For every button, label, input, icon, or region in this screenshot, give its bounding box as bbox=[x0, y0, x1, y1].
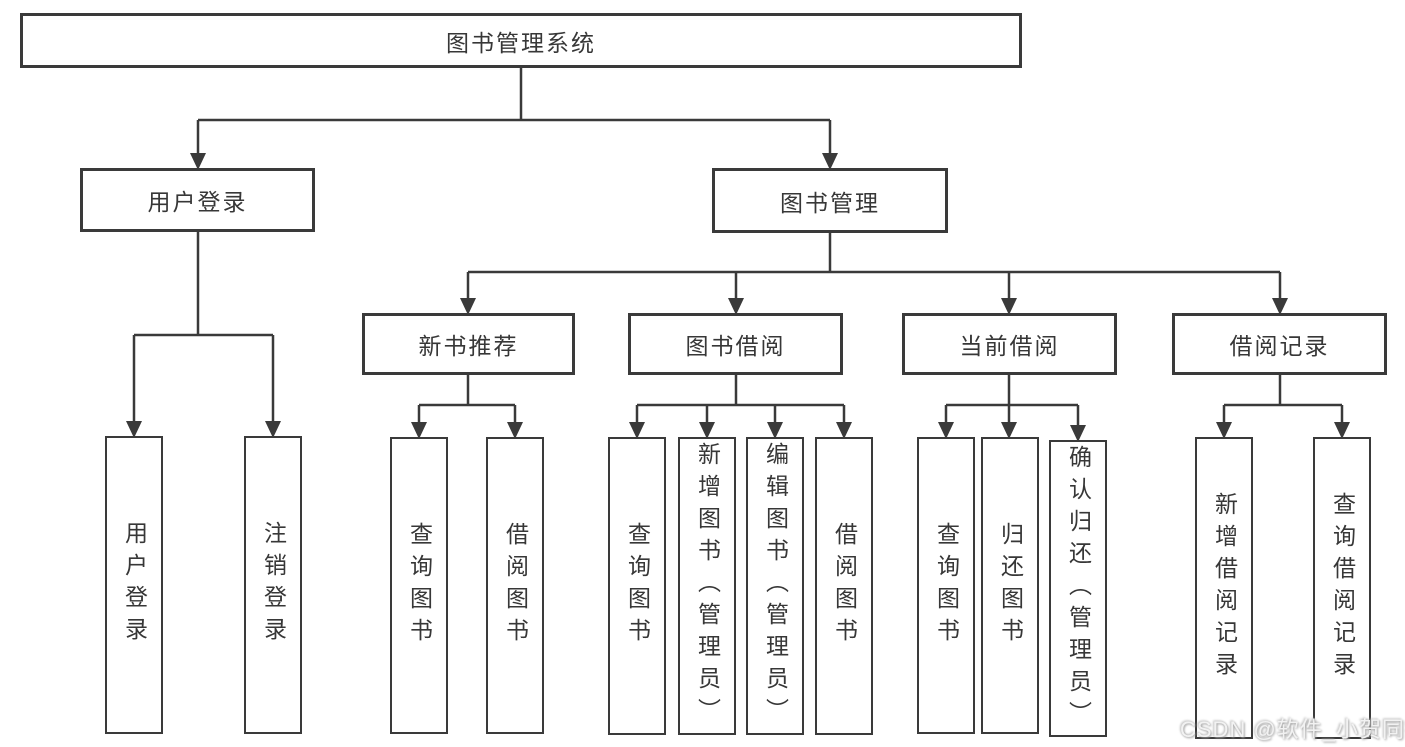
node-book-management: 图书管理 bbox=[712, 168, 948, 233]
node-leaf-confirm-return-admin: 确认归还（管理员） bbox=[1049, 440, 1107, 737]
node-leaf-logout: 注销登录 bbox=[244, 436, 302, 734]
node-leaf-borrow-books-recommend: 借阅图书 bbox=[486, 437, 544, 734]
node-leaf-add-book-admin: 新增图书（管理员） bbox=[678, 437, 736, 735]
node-book-borrow: 图书借阅 bbox=[628, 313, 843, 375]
node-current-borrow: 当前借阅 bbox=[902, 313, 1117, 375]
node-leaf-borrow-books: 借阅图书 bbox=[815, 437, 873, 735]
node-library-management-system: 图书管理系统 bbox=[20, 13, 1022, 68]
node-leaf-add-borrow-record: 新增借阅记录 bbox=[1195, 437, 1253, 739]
node-user-login: 用户登录 bbox=[80, 168, 315, 232]
node-leaf-query-books-recommend: 查询图书 bbox=[390, 437, 448, 734]
node-leaf-query-books-borrow: 查询图书 bbox=[608, 437, 666, 735]
node-leaf-user-login: 用户登录 bbox=[105, 436, 163, 734]
node-leaf-edit-book-admin: 编辑图书（管理员） bbox=[746, 437, 804, 735]
node-leaf-return-book: 归还图书 bbox=[981, 437, 1039, 734]
node-leaf-query-borrow-record: 查询借阅记录 bbox=[1313, 437, 1371, 739]
node-leaf-query-books-current: 查询图书 bbox=[917, 437, 975, 734]
node-borrow-records: 借阅记录 bbox=[1172, 313, 1387, 375]
node-new-book-recommend: 新书推荐 bbox=[362, 313, 575, 375]
